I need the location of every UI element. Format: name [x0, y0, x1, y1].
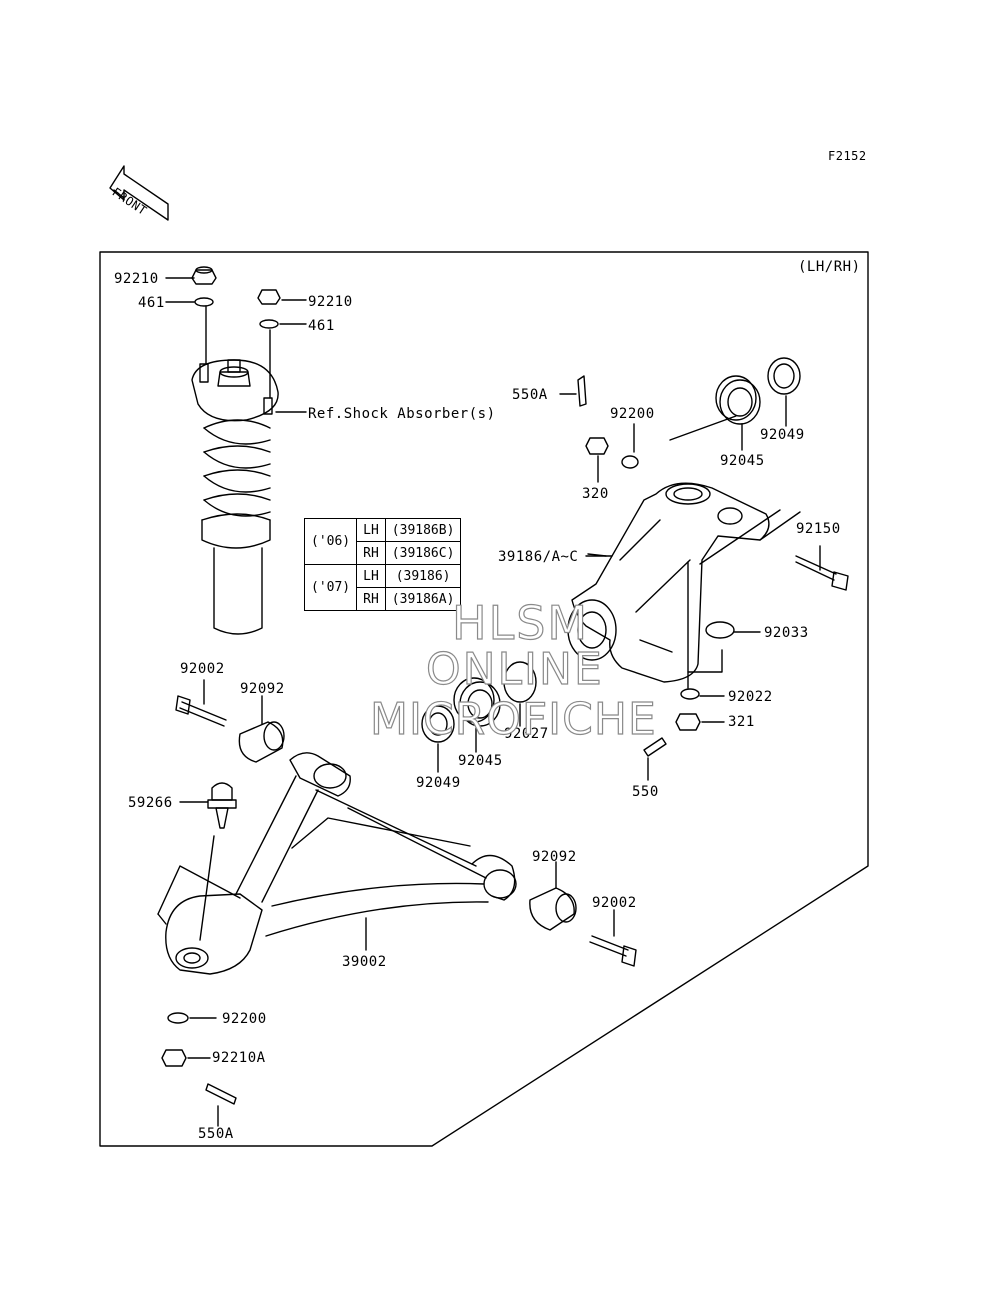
watermark-line: HLSM	[451, 595, 590, 650]
callout-550A[interactable]: 550A	[512, 387, 548, 403]
callout-59266[interactable]: 59266	[128, 795, 173, 811]
table-row: RH (39186C)	[305, 541, 462, 565]
year-cell: ('06)	[303, 518, 358, 565]
front-arrow-icon	[109, 165, 169, 221]
figure-code: F2152	[828, 149, 867, 163]
part-cell: (39186A)	[384, 587, 462, 611]
callout-92049[interactable]: 92049	[760, 427, 805, 443]
side-cell: RH	[356, 587, 386, 611]
part-cell: (39186B)	[384, 518, 462, 542]
callout-92002[interactable]: 92002	[180, 661, 225, 677]
callout-92200[interactable]: 92200	[610, 406, 655, 422]
callout-550A[interactable]: 550A	[198, 1126, 234, 1142]
frame-border	[99, 251, 869, 1147]
side-cell: RH	[356, 541, 386, 565]
callout-92210A[interactable]: 92210A	[212, 1050, 266, 1066]
callout-461[interactable]: 461	[308, 318, 335, 334]
a-arm-drawing	[157, 679, 637, 1127]
callout-92210[interactable]: 92210	[308, 294, 353, 310]
year-cell: ('07)	[303, 564, 358, 611]
callout-321[interactable]: 321	[728, 714, 755, 730]
shock-absorber-drawing	[191, 266, 281, 635]
side-cell: LH	[356, 518, 386, 542]
table-row: RH (39186A)	[305, 587, 462, 611]
callout-92045[interactable]: 92045	[720, 453, 765, 469]
ref-shock-absorber[interactable]: Ref.Shock Absorber(s)	[308, 406, 496, 422]
callout-92210[interactable]: 92210	[114, 271, 159, 287]
callout-92092[interactable]: 92092	[240, 681, 285, 697]
side-cell: LH	[356, 564, 386, 588]
callout-39002[interactable]: 39002	[342, 954, 387, 970]
callout-92002[interactable]: 92002	[592, 895, 637, 911]
watermark-line: MICROFICHE	[369, 693, 657, 745]
table-row: ('07) LH (39186)	[303, 564, 462, 611]
callout-92092[interactable]: 92092	[532, 849, 577, 865]
knuckle-drawing	[421, 357, 849, 781]
variant-note: (LH/RH)	[798, 259, 861, 275]
callout-320[interactable]: 320	[582, 486, 609, 502]
watermark-line: ONLINE	[425, 643, 604, 695]
part-cell: (39186C)	[384, 541, 462, 565]
callout-461[interactable]: 461	[138, 295, 165, 311]
callout-92200[interactable]: 92200	[222, 1011, 267, 1027]
callout-92045[interactable]: 92045	[458, 753, 503, 769]
callout-92022[interactable]: 92022	[728, 689, 773, 705]
model-table: ('06) LH (39186B) RH (39186C) ('07) LH (…	[303, 518, 462, 611]
table-row: ('06) LH (39186B)	[303, 518, 462, 565]
callout-92033[interactable]: 92033	[764, 625, 809, 641]
callout-92150[interactable]: 92150	[796, 521, 841, 537]
callout-550[interactable]: 550	[632, 784, 659, 800]
callout-92049[interactable]: 92049	[416, 775, 461, 791]
callout-92027[interactable]: 92027	[504, 726, 549, 742]
part-cell: (39186)	[384, 564, 462, 588]
callout-39186[interactable]: 39186/A~C	[498, 549, 579, 565]
